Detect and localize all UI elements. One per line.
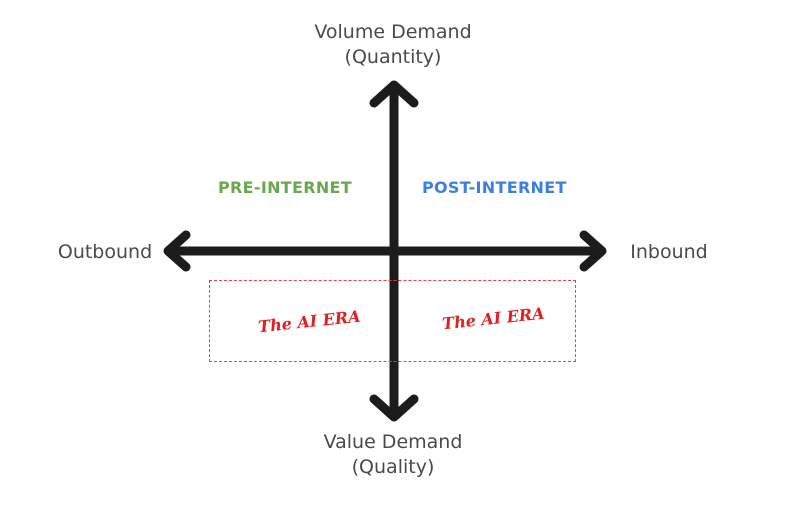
y-axis-top-subtitle: (Quantity) bbox=[344, 46, 442, 68]
x-axis-left-label: Outbound bbox=[57, 241, 153, 263]
ai-era-dashed-box bbox=[209, 280, 576, 362]
y-axis-bottom-label: Value Demand (Quality) bbox=[293, 430, 493, 480]
y-axis-bottom-subtitle: (Quality) bbox=[351, 456, 435, 478]
y-axis-bottom-title: Value Demand bbox=[323, 431, 463, 453]
quadrant-label-post-internet: POST-INTERNET bbox=[422, 178, 567, 197]
y-axis-top-title: Volume Demand bbox=[314, 21, 472, 43]
y-axis-top-label: Volume Demand (Quantity) bbox=[293, 20, 493, 70]
horizontal-axis-arrow bbox=[163, 230, 607, 272]
quadrant-label-pre-internet: PRE-INTERNET bbox=[218, 178, 352, 197]
x-axis-right-label: Inbound bbox=[630, 241, 708, 263]
